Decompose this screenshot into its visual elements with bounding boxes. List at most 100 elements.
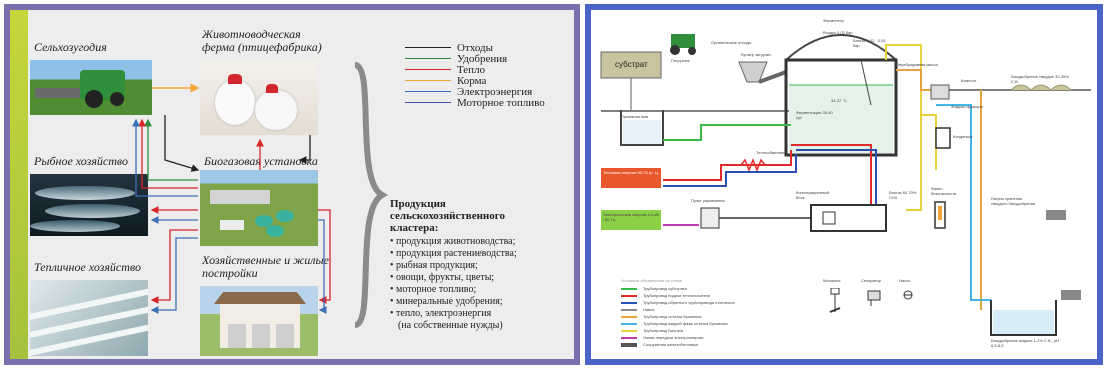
label-solid-fert: Биоудобрение твердое 30-35% С.В.: [1011, 74, 1069, 84]
legend-arrow: [405, 68, 451, 71]
list-item: • моторное топливо;: [390, 284, 477, 295]
flow-arrows: [132, 62, 389, 328]
products-block: Продукция сельскохозяйственного кластера…: [390, 198, 570, 332]
label-heat-energy: Тепловая энергия 90-75 гр. Ц.: [603, 170, 659, 175]
legend-label: Трубопровод Биогаза: [643, 328, 683, 333]
symbol-mixer-label: Мешалка: [823, 278, 841, 283]
legend-swatch: [621, 322, 637, 325]
legend-swatch: [621, 294, 637, 297]
label-condensate: Конденсат: [953, 134, 973, 139]
green-sidebar-stripe: [10, 10, 28, 359]
legend-row: Трубопровод субстрата: [621, 285, 801, 292]
label-liquid-frac: Жидкая фракция: [951, 104, 983, 109]
legend-row: Трубопровод остатка брожения: [621, 313, 801, 320]
legend-row: Трубопровод обратного трубопровода отопл…: [621, 299, 801, 306]
legend-label: Корма: [457, 74, 487, 87]
left-legend: Отходы Удобрения Тепло Корма Электроэнер…: [405, 41, 570, 109]
legend-swatch: [621, 308, 637, 311]
legend-swatch: [621, 287, 637, 290]
label-biogas-top: Биогаз 0,02...0,05 бар: [853, 38, 886, 48]
legend-row: Линия передачи электроэнергии: [621, 334, 801, 341]
label-compost: Компост: [961, 78, 977, 83]
legend-label: Навоз: [643, 307, 655, 312]
legend-swatch: [621, 342, 637, 347]
label-biogas-ch4: Биогаз 60-70% СН4: [889, 190, 917, 200]
right-panel: субстрат Погрузчик Органические отходы Б…: [585, 4, 1103, 365]
label-biogas: Биогазовая установка: [204, 154, 318, 168]
legend-label: Трубопровод обратного трубопровода отопл…: [643, 300, 735, 305]
mixer-icon: [829, 288, 841, 313]
legend-label: Трубопровод подачи теплоносителя: [643, 293, 711, 298]
legend-label: Тепло: [457, 63, 486, 76]
fish-photo: [30, 174, 148, 236]
buildings-photo: [200, 286, 318, 356]
list-item: • продукция животноводства;: [390, 236, 516, 247]
agri-tractor-photo: [30, 60, 152, 115]
legend-row: Трубопровод Биогаза: [621, 327, 801, 334]
list-item: • продукция растениеводства;: [390, 248, 517, 259]
label-farm: Животноводческая ферма (птицефабрика): [202, 27, 322, 54]
label-greenhouse: Тепличное хозяйство: [34, 260, 141, 274]
legend-row: Тепло: [405, 63, 570, 76]
label-agri: Сельхозугодия: [34, 40, 107, 54]
legend-label: Трубопровод субстрата: [643, 286, 687, 291]
legend-label: Сооружения железобетонные: [643, 342, 699, 347]
label-liquid-storage: Лагуна хранения твердого биоудобрения: [991, 196, 1036, 206]
label-fermenter: Ферментер: [823, 18, 844, 23]
legend-label: Моторное топливо: [457, 96, 545, 109]
legend-row: Навоз: [621, 306, 801, 313]
label-houses: Хозяйственные и жилые постройки: [202, 253, 329, 280]
products-list: • продукция животноводства; • продукция …: [390, 236, 570, 332]
legend-label: Отходы: [457, 41, 494, 54]
chicken-farm-photo: [200, 60, 318, 135]
pump-icon: [903, 290, 913, 300]
legend-swatch: [621, 329, 637, 332]
label-ferm-temp: Ферментация 35-40 сут: [796, 110, 833, 120]
biogas-schematic: [600, 34, 1091, 336]
list-item: • тепло, электроэнергия: [390, 308, 492, 319]
symbol-separator-label: Сепаратор: [861, 278, 882, 283]
legend-row: Трубопровод подачи теплоносителя: [621, 292, 801, 299]
biogas-plant-photo: [200, 170, 318, 246]
legend-arrow: [405, 79, 451, 82]
left-panel: Сельхозугодия Животноводческая ферма (пт…: [4, 4, 580, 365]
legend-arrow: [405, 57, 451, 60]
legend-label: Электроэнергия: [457, 85, 533, 98]
label-electric: Электрическая энергия 0,4 кВ / 50 Гц: [603, 212, 659, 222]
right-legend: Условные обозначения на схеме Трубопрово…: [621, 278, 801, 348]
symbol-pump-label: Насос: [899, 278, 911, 283]
label-cogen: Когенерационный блок: [796, 190, 830, 200]
list-item: (на собственные нужды): [398, 320, 503, 331]
legend-row: Электроэнергия: [405, 85, 570, 98]
legend-arrow: [405, 101, 451, 104]
label-loading: Погрузчик: [671, 58, 690, 63]
label-flare: Факел безопасности: [931, 186, 957, 196]
legend-label: Линия передачи электроэнергии: [643, 335, 704, 340]
legend-label: Трубопровод остатка брожения: [643, 314, 702, 319]
label-pressure: Воздух 0,02 бар: [823, 30, 853, 35]
label-liquid-fert: Биоудобрение жидкое 1-2% С.В., pH 6,5-8,…: [991, 338, 1060, 348]
legend-row: Сооружения железобетонные: [621, 341, 801, 348]
label-bunker: Бункер загрузки: [741, 52, 771, 57]
label-control: Пульт управления: [691, 198, 725, 203]
legend-row: Удобрения: [405, 52, 570, 65]
legend-row: Моторное топливо: [405, 96, 570, 109]
legend-label: Трубопровод жидкой фазы остатка брожения: [643, 321, 728, 326]
substrate-label: субстрат: [615, 60, 648, 69]
list-item: • овощи, фрукты, цветы;: [390, 272, 495, 283]
legend-swatch: [621, 301, 637, 304]
list-item: • минеральные удобрения;: [390, 296, 503, 307]
list-item: • рыбная продукция;: [390, 260, 478, 271]
label-temp: 34-37 °С: [831, 98, 847, 103]
legend-label: Удобрения: [457, 52, 508, 65]
label-fish: Рыбное хозяйство: [34, 154, 128, 168]
greenhouse-photo: [30, 280, 148, 356]
products-title: Продукция сельскохозяйственного кластера…: [390, 198, 505, 234]
legend-title: Условные обозначения на схеме: [621, 278, 683, 283]
label-heat-exch: Теплообменник: [756, 150, 786, 155]
separator-icon: [867, 290, 881, 306]
legend-row: Отходы: [405, 41, 570, 54]
legend-arrow: [405, 90, 451, 93]
label-overflow: Перебродивная масса: [896, 62, 938, 67]
legend-row: Корма: [405, 74, 570, 87]
